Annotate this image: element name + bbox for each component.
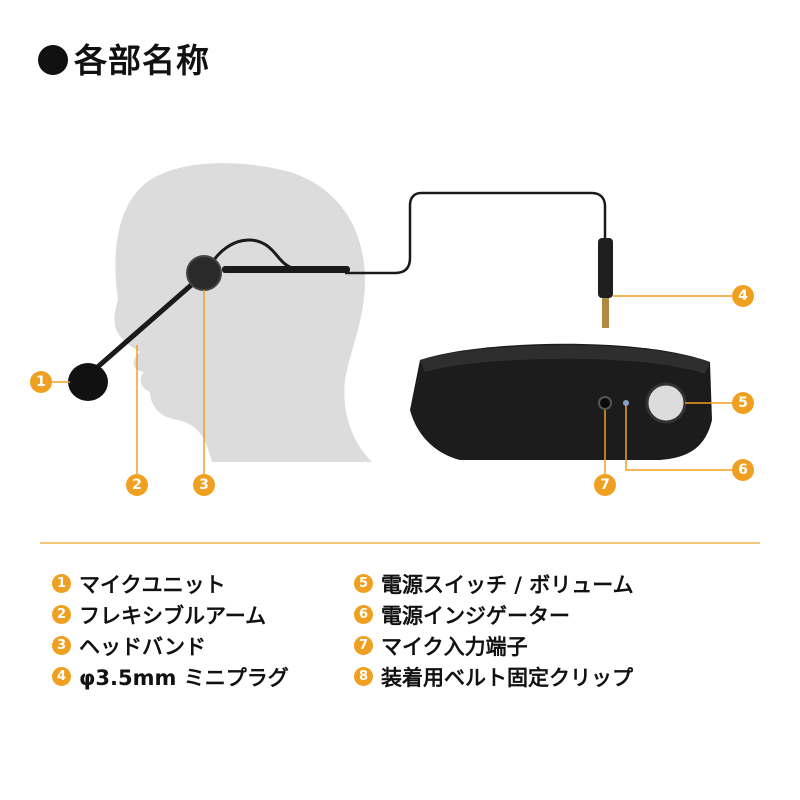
legend-label: フレキシブルアーム bbox=[79, 603, 267, 628]
legend-label: マイクユニット bbox=[79, 572, 226, 597]
divider bbox=[40, 542, 760, 544]
legend-item: 2 フレキシブルアーム bbox=[52, 599, 289, 630]
callout-7: 7 bbox=[594, 474, 616, 496]
cable bbox=[345, 191, 607, 275]
number-badge: 5 bbox=[354, 574, 373, 593]
legend-item: 6 電源インジゲーター bbox=[354, 599, 634, 630]
legend-right: 5 電源スイッチ / ボリューム 6 電源インジゲーター 7 マイク入力端子 8 装着用… bbox=[354, 568, 634, 692]
callout-5: 5 bbox=[732, 392, 754, 414]
legend-left: 1 マイクユニット 2 フレキシブルアーム 3 ヘッドバンド 4 φ3.5mm ミニプラ… bbox=[52, 568, 289, 692]
headband-earpad bbox=[186, 255, 222, 291]
parts-diagram bbox=[52, 163, 732, 476]
legend-label: 装着用ベルト固定クリップ bbox=[381, 665, 633, 690]
legend-item: 4 φ3.5mm ミニプラグ bbox=[52, 661, 289, 692]
legend-item: 7 マイク入力端子 bbox=[354, 630, 634, 661]
legend-label: 電源インジゲーター bbox=[381, 603, 570, 628]
number-badge: 3 bbox=[52, 636, 71, 655]
page-title: 各部名称 bbox=[38, 34, 210, 82]
number-badge: 2 bbox=[52, 605, 71, 624]
callout-4: 4 bbox=[732, 285, 754, 307]
number-badge: 4 bbox=[52, 667, 71, 686]
legend-label: 電源スイッチ / ボリューム bbox=[381, 572, 634, 597]
power-indicator bbox=[623, 400, 629, 406]
head-silhouette bbox=[114, 163, 373, 462]
number-badge: 7 bbox=[354, 636, 373, 655]
amplifier-body bbox=[410, 343, 712, 460]
title-text: 各部名称 bbox=[74, 41, 210, 80]
mic-unit bbox=[68, 363, 108, 401]
legend-label: マイク入力端子 bbox=[381, 634, 528, 659]
legend-item: 3 ヘッドバンド bbox=[52, 630, 289, 661]
callout-6: 6 bbox=[732, 459, 754, 481]
callout-1: 1 bbox=[30, 371, 52, 393]
legend-item: 5 電源スイッチ / ボリューム bbox=[354, 568, 634, 599]
legend-label: φ3.5mm ミニプラグ bbox=[79, 665, 289, 690]
mic-input-jack bbox=[598, 396, 612, 410]
callout-2: 2 bbox=[126, 474, 148, 496]
legend-label: ヘッドバンド bbox=[79, 634, 207, 659]
legend-item: 1 マイクユニット bbox=[52, 568, 289, 599]
legend-item: 8 装着用ベルト固定クリップ bbox=[354, 661, 634, 692]
power-volume-knob bbox=[645, 382, 687, 424]
number-badge: 6 bbox=[354, 605, 373, 624]
bullet-icon bbox=[38, 45, 68, 75]
number-badge: 1 bbox=[52, 574, 71, 593]
number-badge: 8 bbox=[354, 667, 373, 686]
callout-3: 3 bbox=[193, 474, 215, 496]
